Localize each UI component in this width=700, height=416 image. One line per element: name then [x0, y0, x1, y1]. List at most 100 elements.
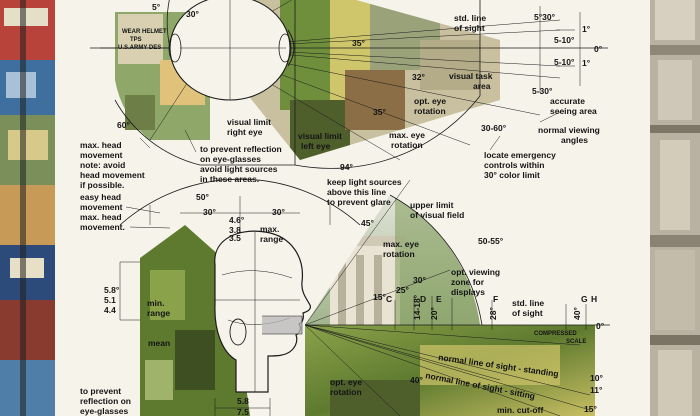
side-opt-view-1: opt. viewing: [451, 267, 500, 277]
side-angle-3-8: 3.8: [229, 225, 241, 235]
side-angle-11: 11°: [590, 385, 603, 395]
side-angle-28: 28°: [488, 307, 498, 320]
side-prevent-1: to prevent: [80, 386, 121, 396]
top-normal-2: angles: [561, 135, 588, 145]
top-max-head-5: if possible.: [80, 180, 124, 190]
side-angle-30-right: 30°: [272, 207, 285, 217]
side-max-range-1: max.: [260, 224, 279, 234]
side-upper-2: of visual field: [410, 210, 464, 220]
side-bottom-5-8: 5.8: [237, 396, 249, 406]
top-max-head-4: head movement: [80, 170, 145, 180]
side-angle-30-eye: 30°: [413, 275, 426, 285]
side-keep-1: keep light sources: [327, 177, 402, 187]
side-angle-14-18: 14-18°: [412, 294, 422, 320]
side-angle-4-6: 4.6°: [229, 215, 245, 225]
top-angle-35b: 35°: [373, 107, 386, 117]
side-angle-25: 25°: [396, 285, 409, 295]
side-compressed-1: COMPRESSED: [534, 331, 577, 337]
helmet-text-1: WEAR HELMET: [122, 29, 167, 35]
top-visual-task-2: area: [473, 81, 491, 91]
side-letter-d: D: [420, 294, 426, 304]
side-maxhead-2: movement.: [80, 222, 125, 232]
side-keep-2: above this line: [327, 187, 386, 197]
top-max-eye-2: rotation: [391, 140, 423, 150]
side-bottom-7-5: 7.5: [237, 407, 249, 416]
side-opt-eye-2: rotation: [330, 387, 362, 397]
side-min-range-1: min.: [147, 298, 164, 308]
side-letter-c: C: [386, 294, 392, 304]
side-max-range-2: range: [260, 234, 283, 244]
head-top-view-icon: [168, 0, 295, 101]
side-prevent-2: reflection on: [80, 396, 131, 406]
top-angle-32: 32°: [412, 72, 425, 82]
top-angle-60: 60°: [117, 120, 130, 130]
lower-photo-field: [305, 325, 595, 416]
side-angle-50-55: 50-55°: [478, 236, 504, 246]
side-max-eye-1: max. eye: [383, 239, 419, 249]
architecture-photo-strip: [650, 0, 700, 416]
top-vl-left-2: left eye: [301, 141, 331, 151]
side-std-1: std. line: [512, 298, 544, 308]
top-locate-3: 30° color limit: [484, 170, 540, 180]
top-max-head-1: max. head: [80, 140, 122, 150]
side-opt-view-3: displays: [451, 287, 485, 297]
side-angle-20: 20°: [429, 307, 439, 320]
top-angle-5-10-top: 5-10°: [554, 35, 575, 45]
top-prevent-1: to prevent reflection: [200, 144, 282, 154]
side-mincut: min. cut-off: [497, 405, 543, 415]
top-opt-eye-2: rotation: [414, 106, 446, 116]
top-angle-94: 94°: [340, 162, 353, 172]
top-angle-30: 30°: [186, 9, 199, 19]
top-angle-5: 5°: [152, 2, 161, 12]
top-vl-left-1: visual limit: [298, 131, 342, 141]
side-opt-eye-1: opt. eye: [330, 377, 362, 387]
helmet-text-2: TPS: [130, 37, 142, 43]
top-std-line-1: std. line: [454, 13, 486, 23]
side-angle-0: 0°: [596, 321, 605, 331]
top-angle-1-bot: 1°: [582, 58, 591, 68]
side-angle-15b: 15°: [584, 404, 597, 414]
side-angle-40b: 40°: [410, 375, 423, 385]
side-angle-45: 45°: [361, 218, 374, 228]
side-std-2: of sight: [512, 308, 543, 318]
side-maxhead-1: max. head: [80, 212, 122, 222]
top-prevent-4: in these areas.: [200, 174, 259, 184]
top-max-head-3: note: avoid: [80, 160, 125, 170]
top-angle-5-30-bot: 5-30°: [532, 86, 553, 96]
side-easy-1: easy head: [80, 192, 121, 202]
top-accurate-2: seeing area: [550, 106, 597, 116]
side-letter-h: H: [591, 294, 597, 304]
side-angle-10: 10°: [590, 373, 603, 383]
top-angle-5-10-bot: 5-10°: [554, 57, 575, 67]
top-locate-1: locate emergency: [484, 150, 556, 160]
side-upper-1: upper limit: [410, 200, 454, 210]
top-angle-0: 0°: [594, 44, 603, 54]
side-mean: mean: [148, 338, 170, 348]
top-std-line-2: of sight: [454, 23, 485, 33]
top-prevent-2: on eye-glasses: [200, 154, 261, 164]
top-angle-5-30: 5°30°: [534, 12, 556, 22]
side-angle-40: 40°: [572, 307, 582, 320]
top-accurate-1: accurate: [550, 96, 585, 106]
side-angle-4-4: 4.4: [104, 305, 116, 315]
top-max-eye-1: max. eye: [389, 130, 425, 140]
top-opt-eye-1: opt. eye: [414, 96, 446, 106]
photo-collage-icon: [0, 0, 55, 416]
side-letter-e: E: [436, 294, 442, 304]
side-opt-view-2: zone for: [451, 277, 485, 287]
top-angle-30-60: 30-60°: [481, 123, 507, 133]
side-easy-2: movement: [80, 202, 123, 212]
side-letter-g: G: [581, 294, 588, 304]
top-visual-task-1: visual task: [449, 71, 493, 81]
top-prevent-3: avoid light sources: [200, 164, 278, 174]
side-angle-3-5: 3.5: [229, 233, 241, 243]
top-normal-1: normal viewing: [538, 125, 600, 135]
side-angle-50: 50°: [196, 192, 209, 202]
helmet-text-3: U.S.ARMY DES: [118, 45, 161, 51]
side-keep-3: to prevent glare: [327, 197, 391, 207]
side-compressed-2: SCALE: [566, 339, 586, 345]
side-max-eye-2: rotation: [383, 249, 415, 259]
head-side-profile-icon: [214, 230, 311, 393]
